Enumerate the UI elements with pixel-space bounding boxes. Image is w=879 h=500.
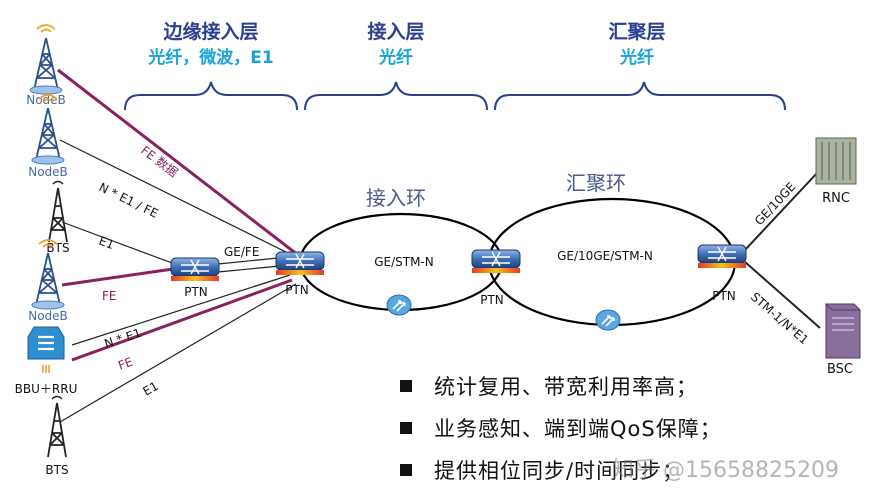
link-fe-low [71,278,293,362]
access-ring-arrow-icon [386,294,412,316]
aggregation-ring-arrow-icon [595,309,621,331]
watermark: 知乎 @15658825209 [612,458,839,483]
link-fe-data [57,68,299,257]
feature-item-2: 业务感知、端到端QoS保障； [400,407,870,449]
header-aggregation-title: 汇聚层 [608,21,665,43]
ptn-right-icon [697,244,747,269]
feature-item-3: 提供相位同步/时间同步； [400,449,870,491]
link-label-ne1-fe: N * E1 / FE [97,180,161,221]
header-access-title: 接入层 [367,21,424,43]
ptn-right-label: PTN [712,289,736,303]
link-label-e1-low: E1 [141,379,161,399]
feature-item-1: 统计复用、带宽利用率高； [400,365,870,407]
link-e1-top [61,221,181,267]
link-label-e1-top: E1 [97,234,116,252]
link-label-stm: STM-1/N*E1 [748,290,811,347]
link-ge-10ge [744,171,819,251]
rnc-label: RNC [822,191,850,206]
header-access-sub: 光纤 [378,47,413,68]
ptn-small-icon [170,257,220,282]
aggregation-ring-label: GE/10GE/STM-N [557,249,653,263]
bullet-square-icon [400,422,412,434]
link-label-fe-low: FE [116,355,134,373]
bsc-server-icon [825,303,861,359]
bts-label-2: BTS [45,463,68,477]
feature-list: 统计复用、带宽利用率高； 业务感知、端到端QoS保障； 提供相位同步/时间同步； [400,365,870,491]
feature-text-1: 统计复用、带宽利用率高； [434,375,698,399]
brace-access [304,81,488,111]
ptn-mid-icon [471,249,521,274]
header-edge-sub: 光纤，微波，E1 [147,47,273,68]
bts-tower-icon-1 [48,180,68,243]
ptn-small-label: PTN [184,285,208,299]
bullet-square-icon [400,380,412,392]
nodeb-label-2: NodeB [28,165,68,179]
aggregation-ring-title: 汇聚环 [566,171,626,195]
ptn-mid-label: PTN [480,293,504,307]
bullet-square-icon [400,464,412,476]
link-label-ne1-mid: N * E1 [103,326,143,351]
bsc-label: BSC [827,362,853,377]
rnc-cabinet-icon [815,137,857,185]
header-edge-title: 边缘接入层 [162,21,258,43]
bts-tower-icon-2 [47,395,67,458]
bbu-rru-icon [27,326,65,373]
link-label-ge-fe: GE/FE [224,245,259,259]
ptn-main-icon [275,251,325,276]
link-stm [744,261,821,329]
link-ne1-mid [71,274,291,346]
access-ring-label: GE/STM-N [374,255,434,269]
feature-text-2: 业务感知、端到端QoS保障； [434,417,722,441]
access-ring-title: 接入环 [366,186,426,210]
nodeb-label-3: NodeB [28,309,68,323]
link-e1-low [59,283,297,423]
link-fe-mid [61,266,181,287]
feature-text-3: 提供相位同步/时间同步； [434,459,685,483]
link-label-ge-10ge: GE/10GE [752,180,798,228]
link-ge-fe [217,257,279,265]
brace-edge [124,81,298,111]
bbu-rru-label: BBU＋RRU [15,382,78,396]
nodeb-tower-icon-1 [29,24,63,95]
link-ne1-fe [59,139,299,259]
brace-aggregation [494,81,786,111]
ptn-main-label: PTN [285,283,309,297]
link-ptn-small-main [217,265,281,273]
header-aggregation-sub: 光纤 [619,47,654,68]
bts-label-1: BTS [46,241,69,255]
link-label-fe-mid: FE [102,289,116,303]
